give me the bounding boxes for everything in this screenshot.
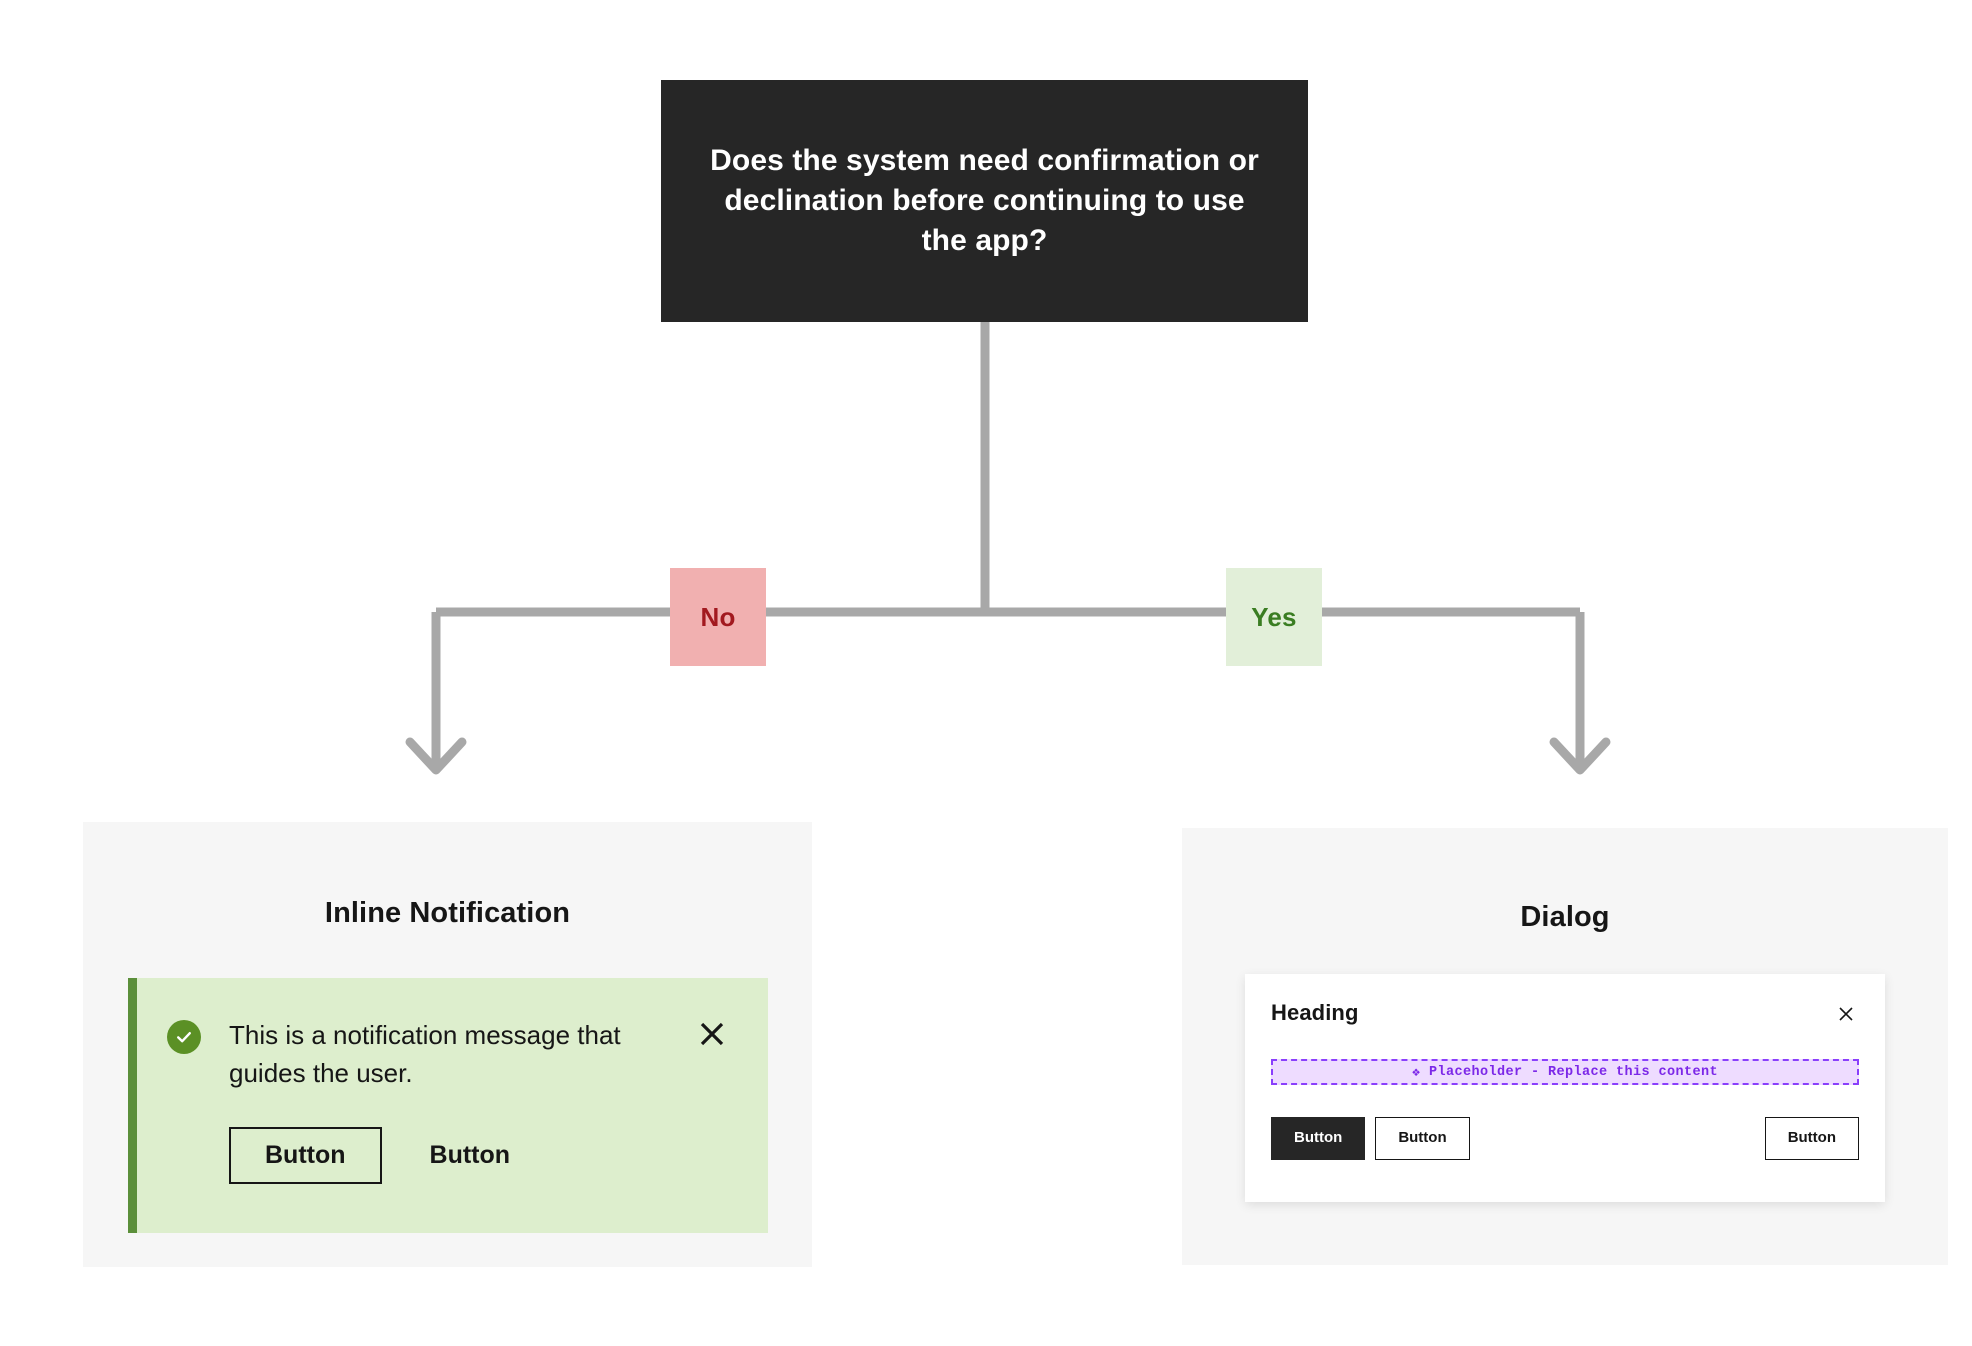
notification-button-secondary[interactable]: Button: [424, 1128, 517, 1183]
dialog-button-primary[interactable]: Button: [1271, 1117, 1366, 1160]
dialog-button-secondary[interactable]: Button: [1375, 1117, 1470, 1160]
question-node: Does the system need confirmation or dec…: [661, 80, 1308, 322]
branch-label-no: No: [670, 568, 766, 666]
dialog-card: Heading ❖ Placeholder - Replace this con…: [1245, 974, 1885, 1202]
notification-message: This is a notification message that guid…: [229, 1020, 621, 1089]
close-icon[interactable]: [686, 1018, 738, 1233]
dialog-content-placeholder: ❖ Placeholder - Replace this content: [1271, 1059, 1859, 1085]
dialog-button-tertiary[interactable]: Button: [1764, 1117, 1859, 1160]
branch-label-yes-text: Yes: [1251, 601, 1297, 632]
question-text: Does the system need confirmation or dec…: [710, 144, 1259, 257]
dialog-heading: Heading: [1271, 1000, 1359, 1025]
inline-notification: This is a notification message that guid…: [128, 978, 768, 1233]
success-check-icon: [167, 1020, 201, 1054]
branch-label-no-text: No: [700, 601, 736, 632]
notification-button-primary[interactable]: Button: [229, 1126, 382, 1185]
close-icon[interactable]: [1833, 1001, 1859, 1027]
dialog-placeholder-text: Placeholder - Replace this content: [1429, 1064, 1719, 1080]
diamond-placeholder-icon: ❖: [1411, 1065, 1421, 1081]
dialog-footer: Button Button Button: [1271, 1117, 1859, 1160]
notification-actions: Button Button: [229, 1126, 686, 1185]
branch-label-yes: Yes: [1226, 568, 1322, 666]
panel-title-dialog: Dialog: [1520, 901, 1610, 933]
panel-title-inline-notification: Inline Notification: [324, 897, 571, 929]
dialog-header: Heading: [1271, 1000, 1859, 1027]
notification-body: This is a notification message that guid…: [229, 1016, 686, 1233]
